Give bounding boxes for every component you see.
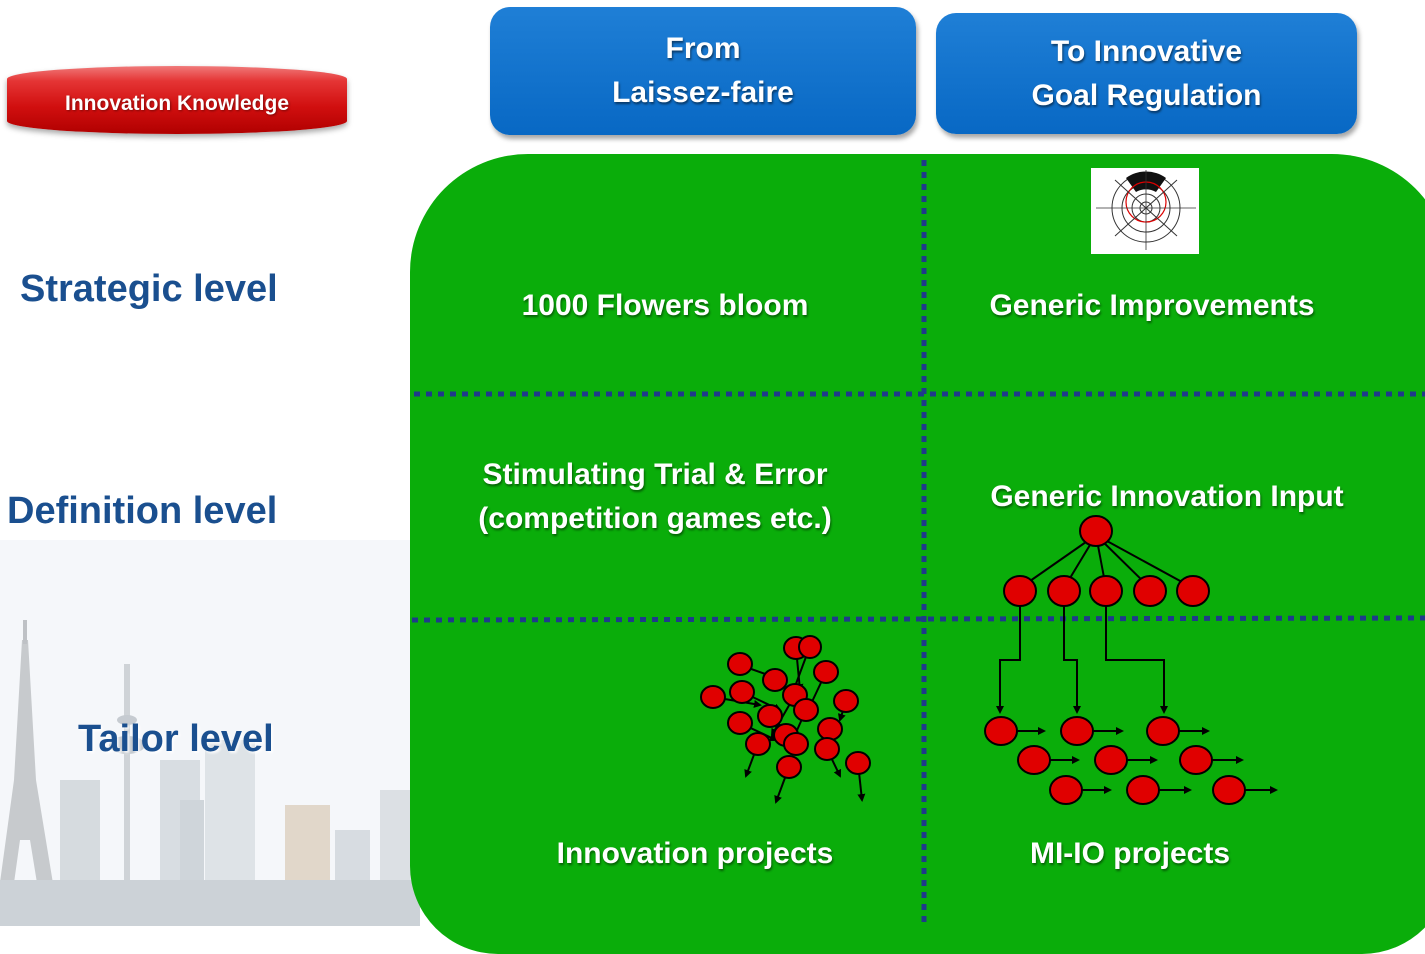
strategic-level-label: Strategic level [20,268,278,310]
innovation-knowledge-badge: Innovation Knowledge [7,66,347,134]
to-header-line1: To Innovative [1050,34,1243,68]
from-header-line2: Laissez-faire [612,76,794,109]
tree-child-node [1003,575,1037,607]
cell-definition-from-line1: Stimulating Trial & Error [482,458,828,491]
cell-strategic-to: Generic Improvements [989,289,1315,322]
to-header-line2: Goal Regulation [1031,78,1262,112]
tree-root-node [1079,515,1113,547]
innovation-projects-cluster [700,635,871,804]
matrix-panel [410,154,1425,954]
from-laissez-faire-header: From Laissez-faire [490,7,916,135]
definition-level-label: Definition level [7,490,278,532]
goal-regulation-diagram-thumbnail [1091,168,1199,254]
tailor-level-label: Tailor level [78,718,274,760]
cell-strategic-from: 1000 Flowers bloom [521,289,809,322]
cell-definition-to: Generic Innovation Input [990,480,1344,513]
innovation-input-tree [996,534,1194,714]
tree-child-node [1176,575,1210,607]
to-goal-regulation-header: To Innovative Goal Regulation [936,13,1357,134]
from-header-line1: From [665,32,741,65]
tree-child-node [1133,575,1167,607]
innovation-knowledge-label: Innovation Knowledge [65,92,289,115]
horizontal-divider-bottom [411,615,1425,623]
matrix-overlay-graphics [411,160,1425,926]
tree-child-node [1089,575,1123,607]
cell-tailor-from: Innovation projects [556,837,834,870]
cell-definition-from-line2: (competition games etc.) [478,502,832,535]
innovation-input-nodes [1003,515,1210,607]
cell-tailor-to: MI-IO projects [1029,837,1231,870]
tree-child-node [1047,575,1081,607]
mi-io-project-chains [984,716,1278,805]
